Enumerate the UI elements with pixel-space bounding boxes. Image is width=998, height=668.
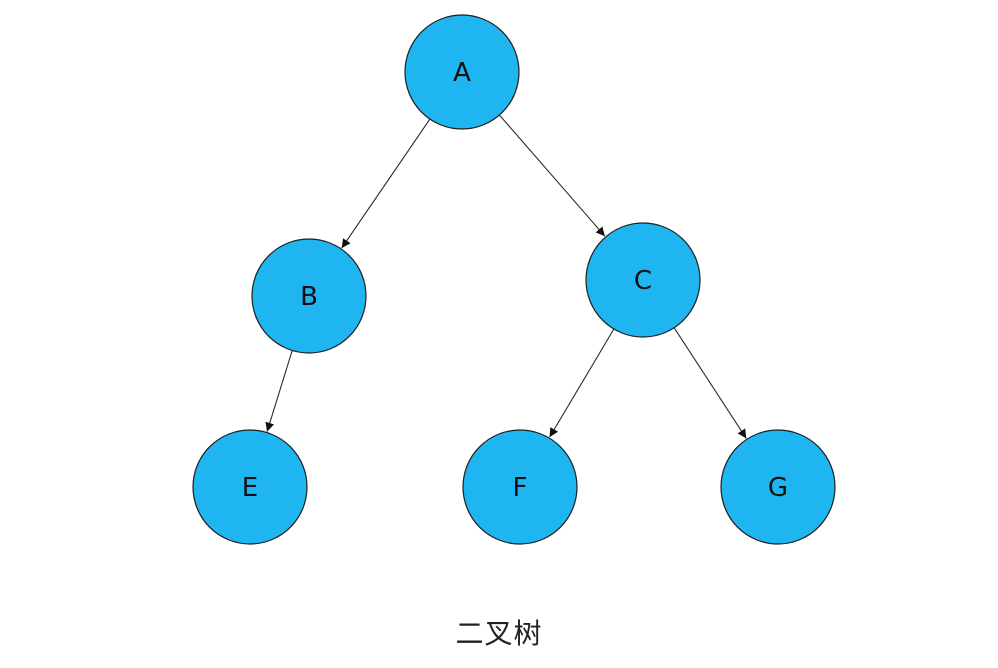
node-label-c: C: [634, 266, 652, 296]
tree-node-e: E: [192, 429, 308, 545]
node-circle-f: [462, 429, 578, 545]
edge-c-g: [673, 327, 747, 439]
node-circle-a: [404, 14, 520, 130]
node-circle-b: [251, 238, 367, 354]
node-circle-g: [720, 429, 836, 545]
tree-node-a: A: [404, 14, 520, 130]
node-circle-e: [192, 429, 308, 545]
edge-c-f: [549, 328, 615, 438]
edges-layer: [265, 114, 747, 439]
node-label-f: F: [513, 473, 528, 503]
node-label-e: E: [242, 473, 258, 503]
tree-node-f: F: [462, 429, 578, 545]
nodes-layer: A B C E F G: [192, 14, 836, 545]
edge-a-c: [498, 114, 606, 237]
tree-node-g: G: [720, 429, 836, 545]
edge-a-b: [341, 118, 431, 249]
tree-node-b: B: [251, 238, 367, 354]
diagram-caption: 二叉树: [455, 617, 543, 650]
node-label-b: B: [300, 282, 318, 312]
node-circle-c: [585, 222, 701, 338]
node-label-g: G: [768, 473, 788, 503]
tree-node-c: C: [585, 222, 701, 338]
edge-b-e: [265, 350, 293, 432]
node-label-a: A: [453, 58, 471, 88]
